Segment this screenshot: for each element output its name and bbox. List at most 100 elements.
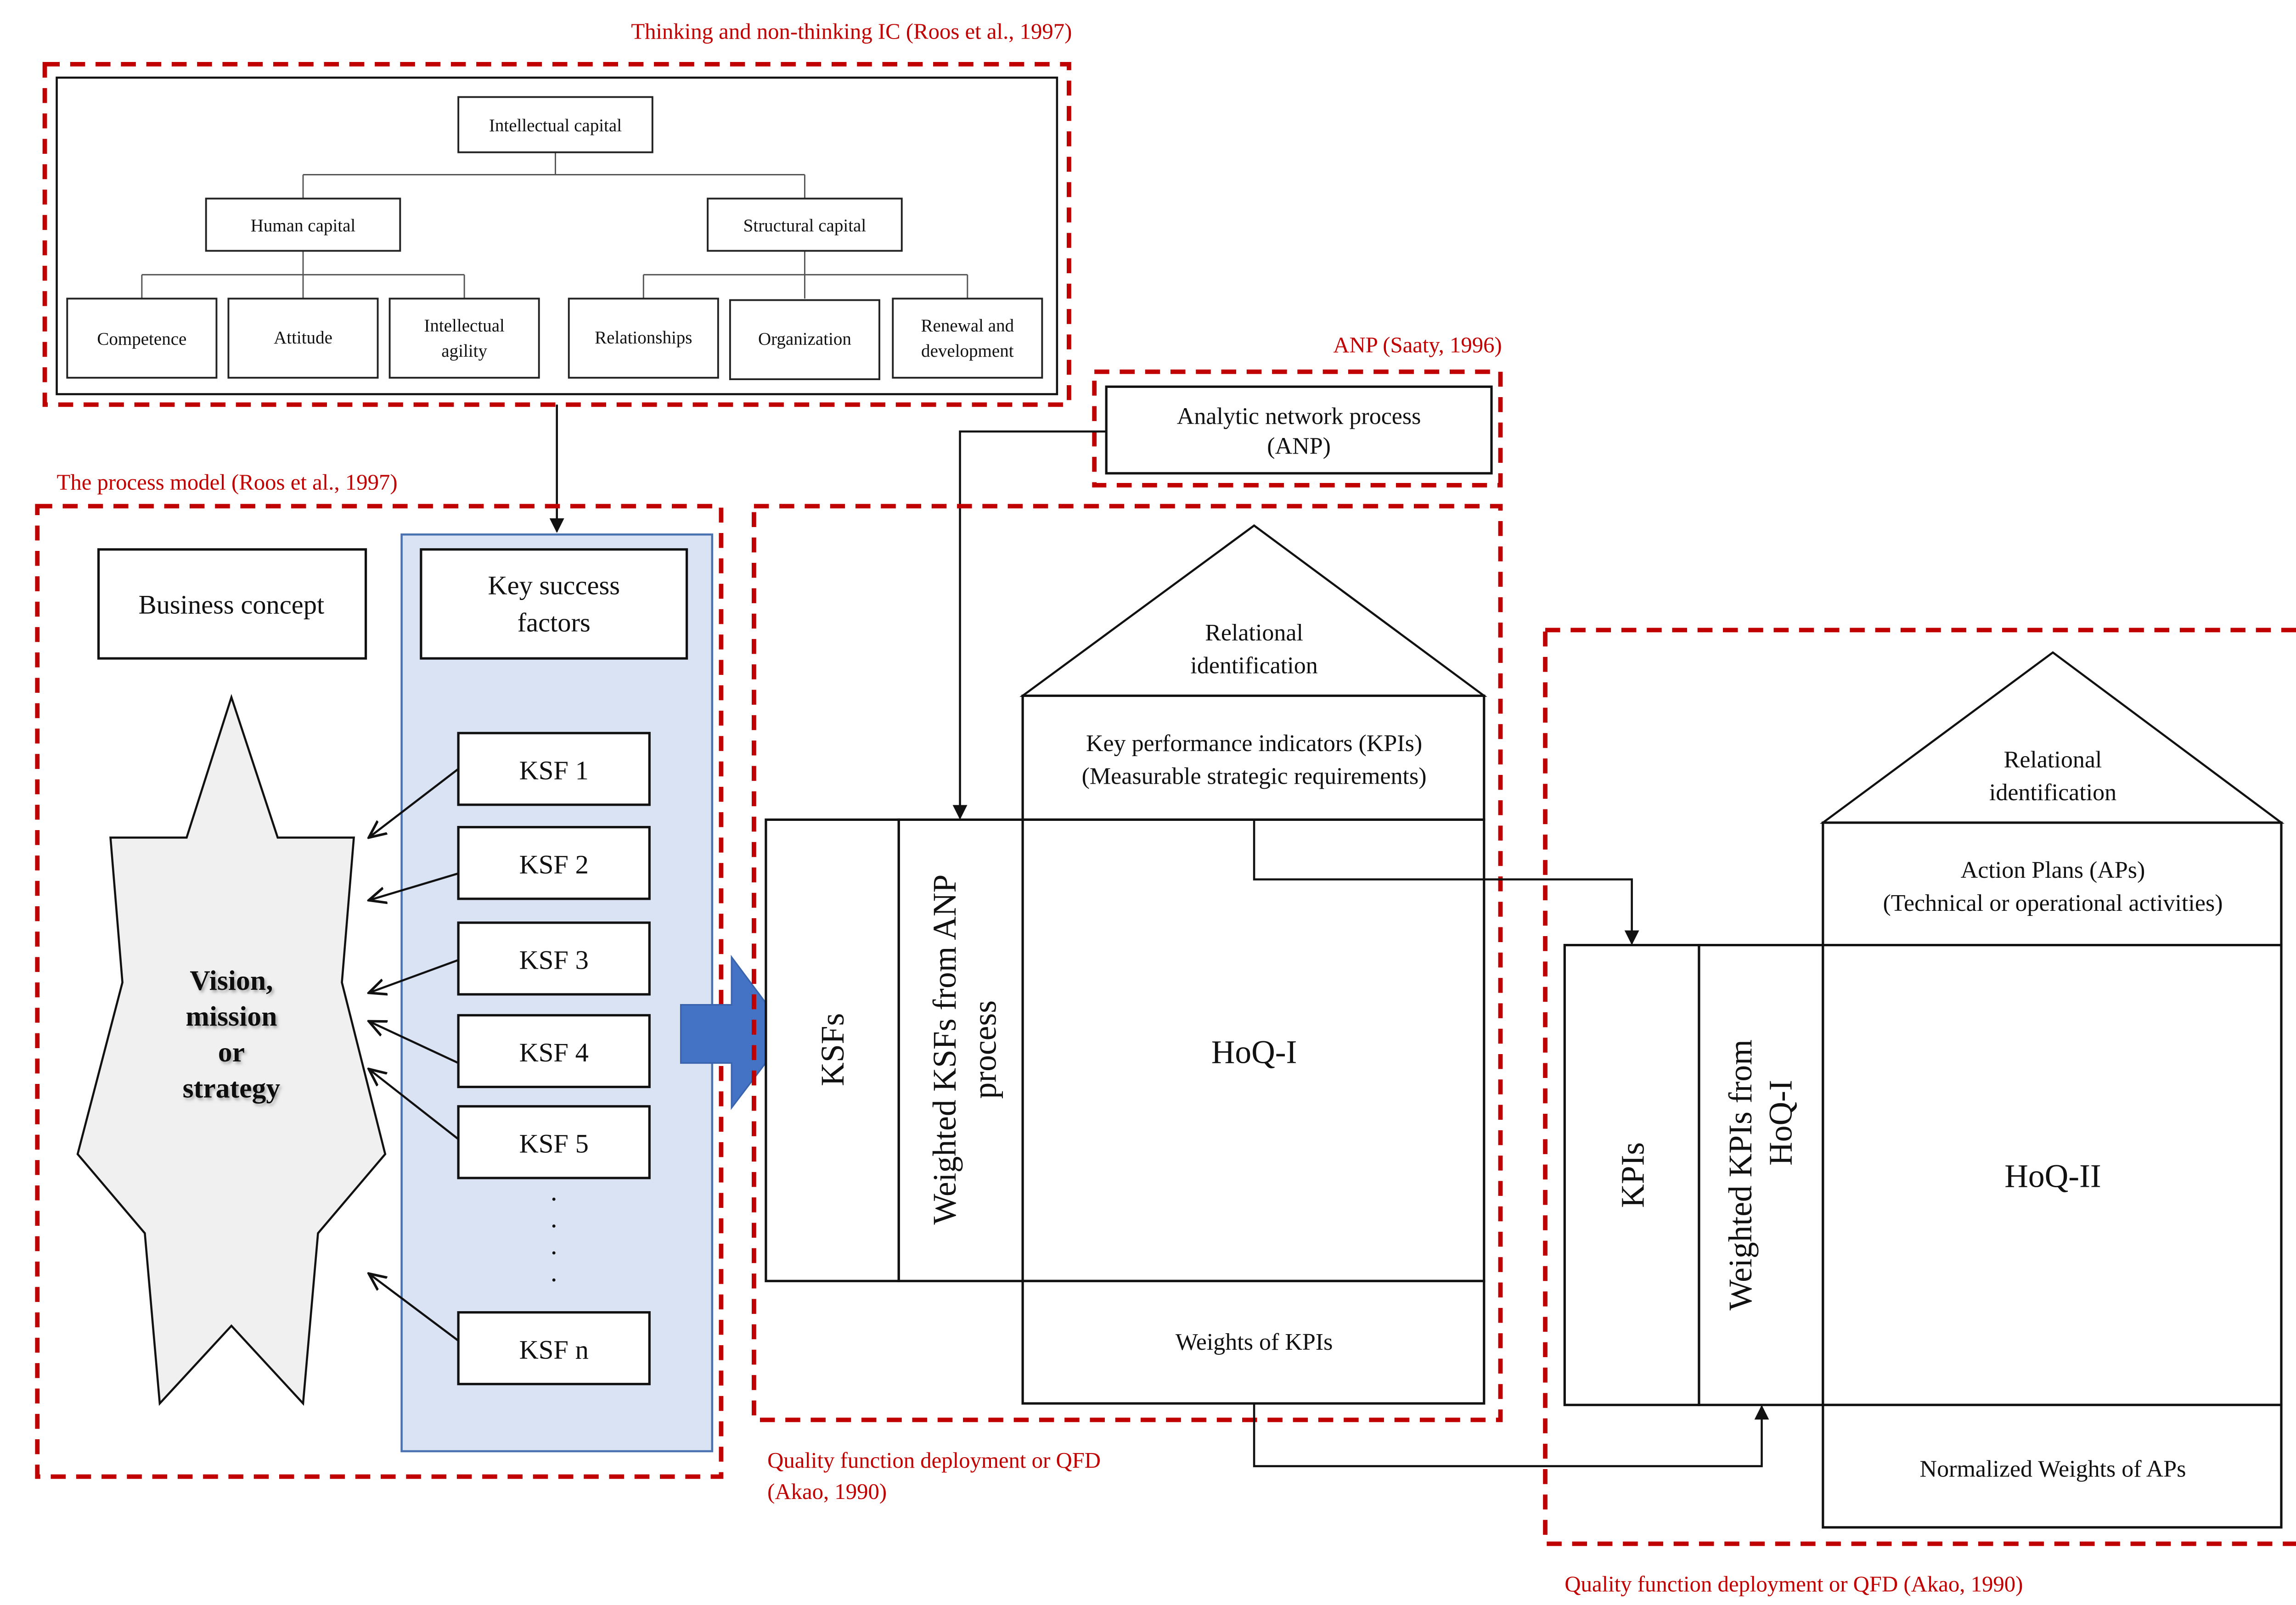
anp-box <box>1105 385 1493 475</box>
ic-leaf-organization: Organization <box>729 299 880 380</box>
ellipsis-dot: . <box>551 1257 557 1287</box>
hoq2-bottom <box>1822 1403 2283 1529</box>
hoq1-header <box>1021 694 1486 821</box>
ksf4-arrow <box>369 1021 459 1064</box>
hoq2-rows-label: KPIs <box>1615 1142 1651 1208</box>
ic-branch-human: Human capital <box>205 197 401 252</box>
hoq1-rows-label: KSFs <box>815 1013 851 1086</box>
process-model-section: The process model (Roos et al., 1997) Bu… <box>35 470 724 1479</box>
anp-section-title: ANP (Saaty, 1996) <box>1333 332 1502 357</box>
vision-star-shape <box>76 694 387 1406</box>
ic-root-node: Intellectual capital <box>457 96 653 153</box>
hoq2-matrix-label: HoQ-II <box>2004 1158 2101 1194</box>
qfd1-section-title-line2: (Akao, 1990) <box>767 1479 887 1504</box>
hoq2-section: Quality function deployment or QFD (Akao… <box>1543 628 2296 1597</box>
ksf-header-line2: factors <box>518 608 591 638</box>
hoq2-roof-line1: Relational <box>2004 747 2102 773</box>
anp-to-hoq1-arrow <box>952 430 1107 820</box>
ic-section-title: Thinking and non-thinking IC (Roos et al… <box>631 19 1072 44</box>
kpi-to-hoq2-arrow <box>1253 819 1639 945</box>
leaf-label: Attitude <box>274 328 332 348</box>
ksf-item-label: KSF 2 <box>519 849 589 879</box>
ksf-to-vision-arrows <box>369 768 459 1342</box>
hoq1-matrix <box>1021 818 1486 1282</box>
hoq2-weights-line1: Weighted KPIs from <box>1722 1039 1759 1310</box>
vision-line3: or <box>218 1037 245 1068</box>
ic-leaf-attitude: Attitude <box>227 297 379 379</box>
hoq2-roof-line2: identification <box>1989 780 2116 806</box>
ksf-item-n: KSF n <box>457 1311 651 1386</box>
ksfn-arrow <box>369 1274 459 1342</box>
leaf-label-line1: Intellectual <box>424 316 505 336</box>
hoq2-bottom-label: Normalized Weights of APs <box>1920 1456 2186 1482</box>
ksf-item-label: KSF n <box>519 1335 589 1364</box>
ic-leaf-competence: Competence <box>66 297 218 379</box>
ic-branch-structural: Structural capital <box>707 197 903 252</box>
ksf-ellipsis: . . . . <box>551 1177 557 1287</box>
ksf1-arrow <box>369 768 459 838</box>
process-section-title: The process model (Roos et al., 1997) <box>57 470 398 495</box>
ic-leaf-renewal: Renewal and development <box>892 297 1043 379</box>
ksf-item-3: KSF 3 <box>457 921 651 996</box>
ksf2-arrow <box>369 872 459 900</box>
anp-section: ANP (Saaty, 1996) Analytic network proce… <box>1092 332 1503 488</box>
hoq2-weights-column <box>1698 943 1824 1406</box>
structural-capital-label: Structural capital <box>743 216 867 236</box>
business-concept-label: Business concept <box>139 590 325 620</box>
ksf-item-4: KSF 4 <box>457 1014 651 1089</box>
vision-line1: Vision, <box>190 965 273 996</box>
hoq1-header-line2: (Measurable strategic requirements) <box>1082 763 1427 789</box>
hoq2-header-line1: Action Plans (APs) <box>1961 857 2145 883</box>
ksf-item-label: KSF 3 <box>519 945 589 975</box>
ksf-item-1: KSF 1 <box>457 732 651 806</box>
flow-arrow <box>680 954 789 1110</box>
ic-leaf-intellectual-agility: Intellectual agility <box>388 297 540 379</box>
hoq1-bottom-label: Weights of KPIs <box>1176 1329 1333 1355</box>
ic-leaf-relationships: Relationships <box>568 297 719 379</box>
vision-line2: mission <box>186 1001 277 1032</box>
hoq1-weights-line1: Weighted KSFs from ANP <box>927 875 963 1225</box>
hoq1-bottom <box>1021 1280 1486 1405</box>
qfd1-section-title-line1: Quality function deployment or QFD <box>767 1448 1101 1473</box>
ellipsis-dot: . <box>551 1203 557 1233</box>
process-section-border <box>35 504 724 1479</box>
hoq1-header-line1: Key performance indicators (KPIs) <box>1086 730 1422 757</box>
ksf-header-line1: Key success <box>488 570 620 600</box>
ksf-item-label: KSF 5 <box>519 1129 589 1159</box>
ksf5-arrow <box>369 1069 459 1140</box>
ksf-header-box: Key success factors <box>420 548 688 660</box>
leaf-label-line2: development <box>921 341 1014 361</box>
ellipsis-dot: . <box>551 1177 557 1207</box>
hoq2-rows-column <box>1563 943 1700 1406</box>
leaf-label: Relationships <box>595 328 692 348</box>
anp-box-line2: (ANP) <box>1267 433 1331 460</box>
ic-section-border <box>42 62 1071 407</box>
vision-line4: strategy <box>183 1072 281 1104</box>
hoq1-section-border <box>752 504 1503 1422</box>
hoq2-header-line2: (Technical or operational activities) <box>1883 890 2223 916</box>
ellipsis-dot: . <box>551 1230 557 1260</box>
human-capital-label: Human capital <box>251 216 356 236</box>
hoq2-header <box>1822 821 2283 947</box>
leaf-label-line2: agility <box>441 341 487 361</box>
ic-section: Thinking and non-thinking IC (Roos et al… <box>42 19 1072 407</box>
hoq2-matrix <box>1822 943 2283 1406</box>
leaf-label: Competence <box>97 329 186 349</box>
kpi-weights-to-hoq2-arrow <box>1253 1403 1769 1467</box>
hoq1-roof-line2: identification <box>1190 653 1317 679</box>
anp-section-border <box>1092 369 1503 488</box>
ksf3-arrow <box>369 959 459 993</box>
ic-connectors <box>141 152 968 299</box>
hoq1-roof-line1: Relational <box>1205 620 1303 646</box>
ic-frame <box>56 76 1058 395</box>
hoq2-weights-line2: HoQ-I <box>1763 1080 1799 1166</box>
anp-box-line1: Analytic network process <box>1177 404 1421 430</box>
hoq1-weights-line2: process <box>967 1000 1003 1099</box>
business-concept-box: Business concept <box>97 548 367 660</box>
ksf-item-2: KSF 2 <box>457 826 651 900</box>
hoq1-weights-column <box>897 818 1024 1282</box>
ic-root-label: Intellectual capital <box>489 116 622 135</box>
qfd2-section-title: Quality function deployment or QFD (Akao… <box>1564 1572 2023 1597</box>
hoq1-section: Quality function deployment or QFD (Akao… <box>752 504 1503 1504</box>
